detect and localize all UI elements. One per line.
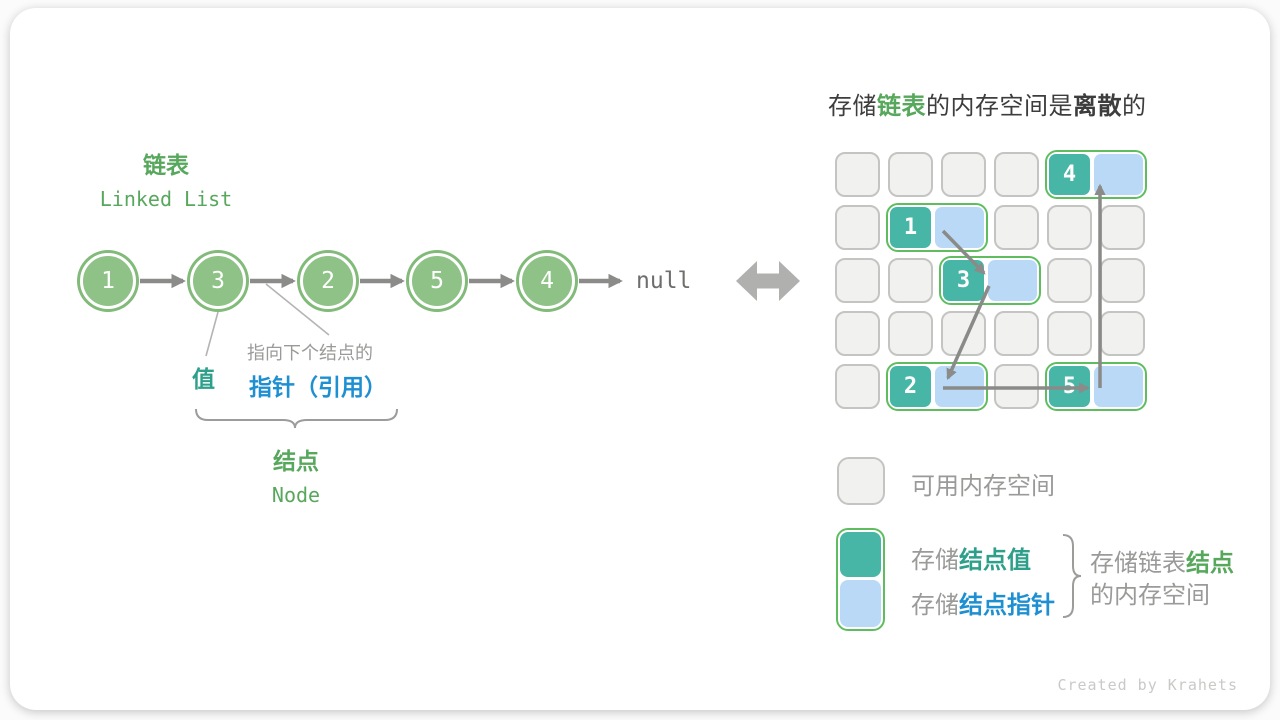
linked-list-title-zh: 链表 bbox=[143, 152, 189, 178]
free-memory-cell bbox=[835, 258, 880, 303]
linked-list-title-en: Linked List bbox=[99, 187, 233, 211]
list-node-2: 2 bbox=[300, 253, 356, 309]
figure-card bbox=[10, 8, 1270, 710]
free-memory-cell bbox=[1100, 311, 1145, 356]
free-memory-cell bbox=[1100, 258, 1145, 303]
list-node-5: 5 bbox=[409, 253, 465, 309]
legend-value-cell bbox=[840, 532, 881, 577]
free-memory-cell bbox=[994, 311, 1039, 356]
text-span: 结点 bbox=[1186, 550, 1234, 577]
free-memory-cell bbox=[994, 205, 1039, 250]
legend-group-line1: 存储链表结点 bbox=[1090, 548, 1234, 580]
text-span: 结点指针 bbox=[959, 592, 1055, 619]
legend-pointer-label: 存储结点指针 bbox=[911, 585, 1055, 620]
value-label: 值 bbox=[192, 366, 215, 392]
text-span: 存储 bbox=[911, 592, 959, 619]
text-span: 结点值 bbox=[959, 547, 1031, 574]
memory-node-pair-2: 2 bbox=[886, 362, 988, 411]
free-memory-cell bbox=[888, 311, 933, 356]
pointer-label: 指针（引用） bbox=[249, 374, 387, 400]
free-memory-cell bbox=[888, 152, 933, 197]
text-span: 存储 bbox=[911, 547, 959, 574]
free-memory-cell bbox=[994, 364, 1039, 409]
list-node-4: 4 bbox=[519, 253, 575, 309]
node-value-cell: 5 bbox=[1049, 366, 1090, 407]
memory-node-pair-1: 1 bbox=[886, 203, 988, 252]
memory-node-pair-3: 3 bbox=[939, 256, 1041, 305]
free-memory-cell bbox=[835, 364, 880, 409]
node-pointer-cell bbox=[988, 260, 1037, 301]
null-label: null bbox=[636, 268, 692, 294]
text-span: 离散 bbox=[1073, 93, 1122, 120]
linked-list-header: 链表 Linked List bbox=[85, 146, 247, 211]
memory-node-pair-4: 4 bbox=[1045, 150, 1147, 199]
free-memory-cell bbox=[1047, 311, 1092, 356]
node-header: 结点 Node bbox=[216, 442, 376, 507]
text-span: 的内存空间是 bbox=[926, 93, 1073, 120]
free-memory-cell bbox=[1047, 205, 1092, 250]
node-label-en: Node bbox=[271, 483, 321, 507]
free-memory-cell bbox=[888, 258, 933, 303]
legend-group-label: 存储链表结点 的内存空间 bbox=[1090, 548, 1234, 612]
node-value-cell: 3 bbox=[943, 260, 984, 301]
legend-free-cell bbox=[837, 457, 885, 505]
free-memory-cell bbox=[835, 205, 880, 250]
free-memory-cell bbox=[835, 311, 880, 356]
text-span: 链表 bbox=[877, 93, 926, 120]
free-memory-cell bbox=[1047, 258, 1092, 303]
node-value-cell: 2 bbox=[890, 366, 931, 407]
pointer-caption: 指向下个结点的 bbox=[247, 343, 373, 363]
free-memory-cell bbox=[835, 152, 880, 197]
list-node-1: 1 bbox=[80, 253, 136, 309]
free-memory-cell bbox=[1100, 205, 1145, 250]
free-memory-cell bbox=[941, 311, 986, 356]
legend-value-label: 存储结点值 bbox=[911, 540, 1031, 575]
memory-node-pair-5: 5 bbox=[1045, 362, 1147, 411]
node-pointer-cell bbox=[935, 366, 984, 407]
free-memory-cell bbox=[941, 152, 986, 197]
node-pointer-cell bbox=[1094, 154, 1143, 195]
node-pointer-cell bbox=[1094, 366, 1143, 407]
text-span: 的 bbox=[1122, 93, 1147, 120]
legend-group-line2: 的内存空间 bbox=[1090, 582, 1210, 609]
credit: Created by Krahets bbox=[1057, 676, 1238, 694]
free-memory-cell bbox=[994, 152, 1039, 197]
list-node-3: 3 bbox=[190, 253, 246, 309]
text-span: 存储链表 bbox=[1090, 550, 1186, 577]
legend-free-label: 可用内存空间 bbox=[911, 473, 1055, 500]
node-label-zh: 结点 bbox=[273, 448, 319, 474]
memory-title: 存储链表的内存空间是离散的 bbox=[828, 86, 1147, 121]
legend-pointer-cell bbox=[840, 580, 881, 627]
node-value-cell: 1 bbox=[890, 207, 931, 248]
legend-node-pair bbox=[836, 528, 885, 631]
node-value-cell: 4 bbox=[1049, 154, 1090, 195]
node-pointer-cell bbox=[935, 207, 984, 248]
text-span: 存储 bbox=[828, 93, 877, 120]
